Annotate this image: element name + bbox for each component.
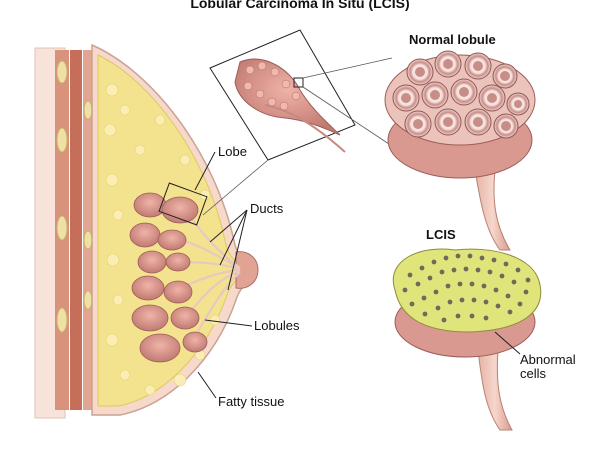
lobe-detail — [209, 29, 356, 161]
nipple — [235, 251, 259, 289]
zoom-lines — [202, 57, 399, 216]
chest-wall-muscles — [55, 50, 93, 410]
abnormal-cells-label-line1: Abnormal — [520, 352, 576, 367]
abnormal-cells-dots — [402, 253, 531, 323]
lobe-label: Lobe — [218, 144, 247, 159]
lobe-highlight-box — [158, 182, 208, 226]
diagram-title: Lobular Carcinoma In Situ (LCIS) — [190, 0, 410, 11]
lcis-label: LCIS — [426, 227, 456, 242]
label-pointers — [194, 151, 253, 399]
normal-lobule-illustration — [384, 50, 536, 251]
abnormal-cells-pointer — [494, 331, 521, 355]
fatty-tissue-label: Fatty tissue — [218, 394, 285, 409]
lcis-lobule-illustration — [392, 248, 542, 431]
lobules-label: Lobules — [254, 318, 300, 333]
abnormal-cells-label-line2: cells — [520, 366, 547, 381]
lobule-zoom-box — [293, 77, 304, 88]
normal-lobule-label: Normal lobule — [409, 32, 496, 47]
lobules-clusters — [129, 192, 208, 363]
ducts-label: Ducts — [250, 201, 284, 216]
breast-cross-section — [34, 43, 259, 419]
